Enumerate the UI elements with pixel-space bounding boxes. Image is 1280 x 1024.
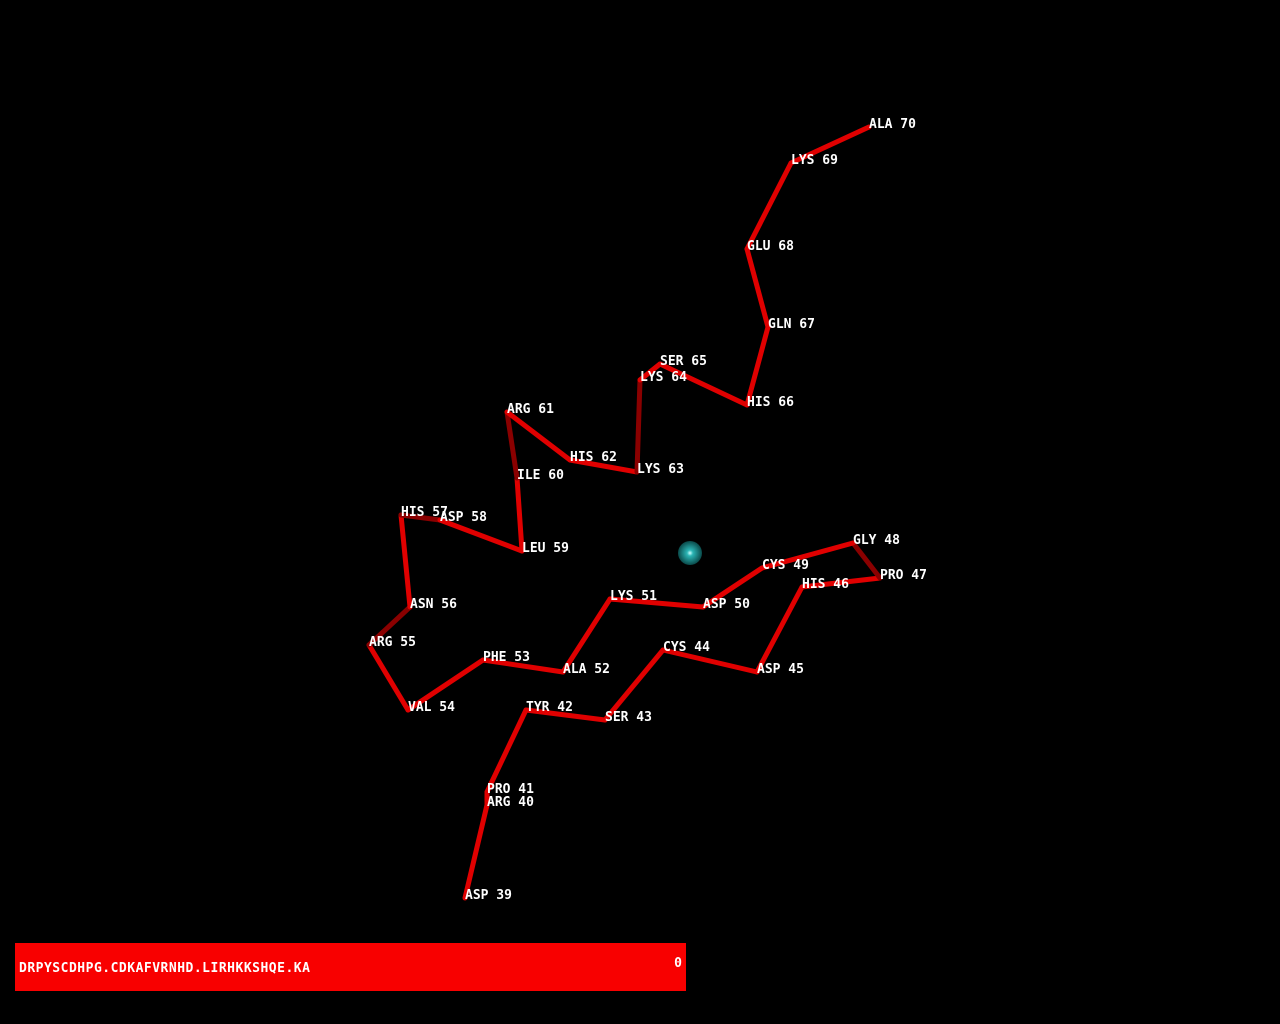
bond-segment (799, 575, 883, 590)
residue-label[interactable]: HIS 57 (401, 505, 448, 520)
residue-label[interactable]: LYS 63 (637, 462, 684, 477)
residue-label[interactable]: ASP 39 (465, 888, 512, 903)
residue-label[interactable]: TYR 42 (526, 700, 573, 715)
bond-segment (788, 124, 872, 166)
residue-label[interactable]: LYS 51 (610, 589, 657, 604)
bond-segment (744, 324, 771, 408)
residue-label[interactable]: ASP 58 (440, 510, 487, 525)
residue-label[interactable]: LEU 59 (522, 541, 569, 556)
residue-label[interactable]: ARG 61 (507, 402, 554, 417)
bond-segment (405, 657, 486, 713)
bond-segment (660, 647, 760, 675)
bond-segment (700, 565, 765, 610)
sequence-text: DRPYSCDHPG.CDKAFVRNHD.LIRHKKSHQE.KA (19, 961, 311, 976)
bond-segment (850, 540, 883, 581)
bond-segment (484, 707, 529, 795)
residue-label[interactable]: SER 65 (660, 354, 707, 369)
bond-segment (744, 160, 794, 252)
residue-label[interactable]: ASP 45 (757, 662, 804, 677)
residue-label[interactable]: CYS 44 (663, 640, 710, 655)
residue-label[interactable]: LYS 69 (791, 153, 838, 168)
bond-segment (744, 246, 771, 330)
bond-segment (759, 540, 856, 571)
bond-segment (657, 361, 750, 408)
residue-label[interactable]: ASN 56 (410, 597, 457, 612)
bond-segment (366, 642, 411, 713)
residue-label[interactable]: PHE 53 (483, 650, 530, 665)
counter-value: 0 (674, 956, 682, 971)
residue-label[interactable]: GLN 67 (768, 317, 815, 332)
backbone-trace (366, 124, 883, 901)
bond-segment (607, 596, 706, 610)
residue-label[interactable]: HIS 66 (747, 395, 794, 410)
residue-label[interactable]: SER 43 (605, 710, 652, 725)
residue-label[interactable]: ALA 52 (563, 662, 610, 677)
bond-segment (514, 475, 525, 554)
residue-label[interactable]: VAL 54 (408, 700, 455, 715)
bond-segment (637, 361, 663, 383)
residue-label[interactable]: ILE 60 (517, 468, 564, 483)
bond-segment (567, 457, 640, 475)
residue-label[interactable]: ARG 40 (487, 795, 534, 810)
residue-label[interactable]: ASP 50 (703, 597, 750, 612)
residue-label[interactable]: ALA 70 (869, 117, 916, 132)
residue-label[interactable]: PRO 41 (487, 782, 534, 797)
bond-segment (634, 377, 643, 475)
bond-segment (480, 657, 566, 675)
bond-segment (560, 596, 613, 675)
bond-segment (602, 647, 666, 723)
bond-segment (504, 409, 520, 481)
bond-segment (504, 409, 573, 463)
residue-label[interactable]: CYS 49 (762, 558, 809, 573)
bond-segment (398, 512, 413, 610)
status-bar: DRPYSCDHPG.CDKAFVRNHD.LIRHKKSHQE.KA 0 (15, 943, 686, 991)
residue-label[interactable]: GLU 68 (747, 239, 794, 254)
bond-segment (523, 707, 608, 723)
bond-segment (398, 512, 443, 523)
bond-segment (754, 584, 805, 675)
residue-label[interactable]: LYS 64 (640, 370, 687, 385)
residue-label[interactable]: PRO 47 (880, 568, 927, 583)
center-sphere (678, 541, 702, 565)
bond-segment (366, 604, 413, 648)
residue-label[interactable]: ARG 55 (369, 635, 416, 650)
residue-label[interactable]: HIS 46 (802, 577, 849, 592)
residue-label[interactable]: HIS 62 (570, 450, 617, 465)
bond-segment (437, 517, 525, 554)
residue-label[interactable]: GLY 48 (853, 533, 900, 548)
bond-segment (462, 802, 490, 901)
